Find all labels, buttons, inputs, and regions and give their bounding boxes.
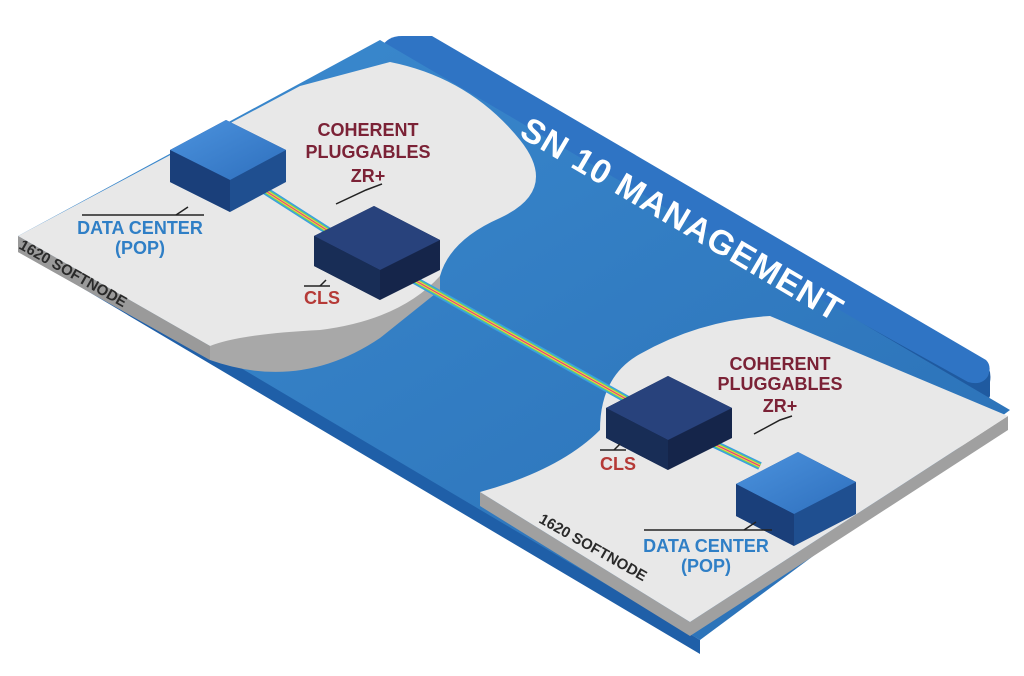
right-datacenter-label: DATA CENTER (POP) xyxy=(643,521,772,576)
svg-text:CLS: CLS xyxy=(304,288,340,308)
svg-text:(POP): (POP) xyxy=(115,238,165,258)
svg-text:PLUGGABLES: PLUGGABLES xyxy=(717,374,842,394)
svg-text:(POP): (POP) xyxy=(681,556,731,576)
svg-text:CLS: CLS xyxy=(600,454,636,474)
svg-text:DATA CENTER: DATA CENTER xyxy=(77,218,203,238)
left-pluggables-label: COHERENT PLUGGABLES ZR+ xyxy=(305,120,431,205)
right-pluggables-label: COHERENT PLUGGABLES ZR+ xyxy=(717,354,843,435)
right-cls-device[interactable] xyxy=(606,376,732,470)
left-cls-label: CLS xyxy=(304,279,340,308)
left-datacenter-label: DATA CENTER (POP) xyxy=(77,206,204,258)
svg-text:ZR+: ZR+ xyxy=(763,396,798,416)
left-cls-device[interactable] xyxy=(314,206,440,300)
right-datacenter-device[interactable] xyxy=(736,452,856,546)
right-pluggables-callout xyxy=(753,415,793,435)
right-cls-label: CLS xyxy=(600,443,636,474)
left-pluggables-callout xyxy=(335,183,383,205)
svg-text:PLUGGABLES: PLUGGABLES xyxy=(305,142,430,162)
water-base xyxy=(18,40,1010,654)
svg-text:ZR+: ZR+ xyxy=(351,166,386,186)
left-datacenter-device[interactable] xyxy=(170,120,286,212)
svg-text:DATA CENTER: DATA CENTER xyxy=(643,536,769,556)
svg-text:COHERENT: COHERENT xyxy=(317,120,418,140)
svg-text:COHERENT: COHERENT xyxy=(729,354,830,374)
